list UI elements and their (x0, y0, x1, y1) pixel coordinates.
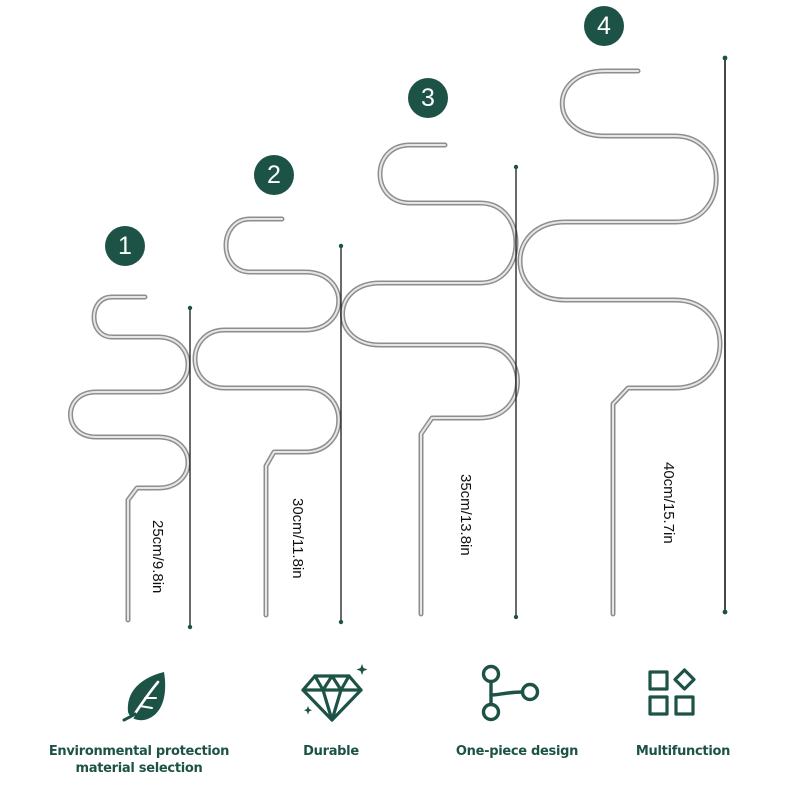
stake-2 (192, 216, 342, 618)
size-label-4: 40cm/15.7in (660, 462, 677, 544)
grid-shapes-icon (648, 668, 696, 716)
diamond-icon (301, 664, 368, 722)
feature-label-environmental: Environmental protection material select… (29, 743, 249, 777)
feature-label-line: Environmental protection (48, 744, 230, 759)
stake-number-badge-4: 4 (584, 6, 624, 46)
stake-number-badge-1: 1 (105, 226, 145, 266)
connected-nodes-icon (481, 664, 540, 722)
measure-line-4 (722, 55, 728, 615)
measure-line-3 (513, 164, 519, 620)
size-label-2: 30cm/11.8in (289, 498, 306, 579)
feature-label-durable: Durable (303, 744, 359, 759)
stake-number-badge-3: 3 (408, 78, 448, 118)
measure-line-1 (187, 305, 193, 630)
stake-3 (340, 142, 520, 617)
stake-4 (517, 68, 723, 617)
feature-label-one-piece: One-piece design (455, 744, 579, 759)
stake-number-badge-2: 2 (254, 155, 294, 195)
leaf-icon (122, 672, 166, 722)
feature-label-line: material selection (75, 761, 203, 776)
feature-label-multifunction: Multifunction (635, 744, 731, 759)
stake-1 (68, 294, 191, 623)
measure-line-2 (338, 243, 344, 625)
size-label-3: 35cm/13.8in (457, 474, 474, 556)
size-label-1: 25cm/9.8in (149, 520, 166, 594)
